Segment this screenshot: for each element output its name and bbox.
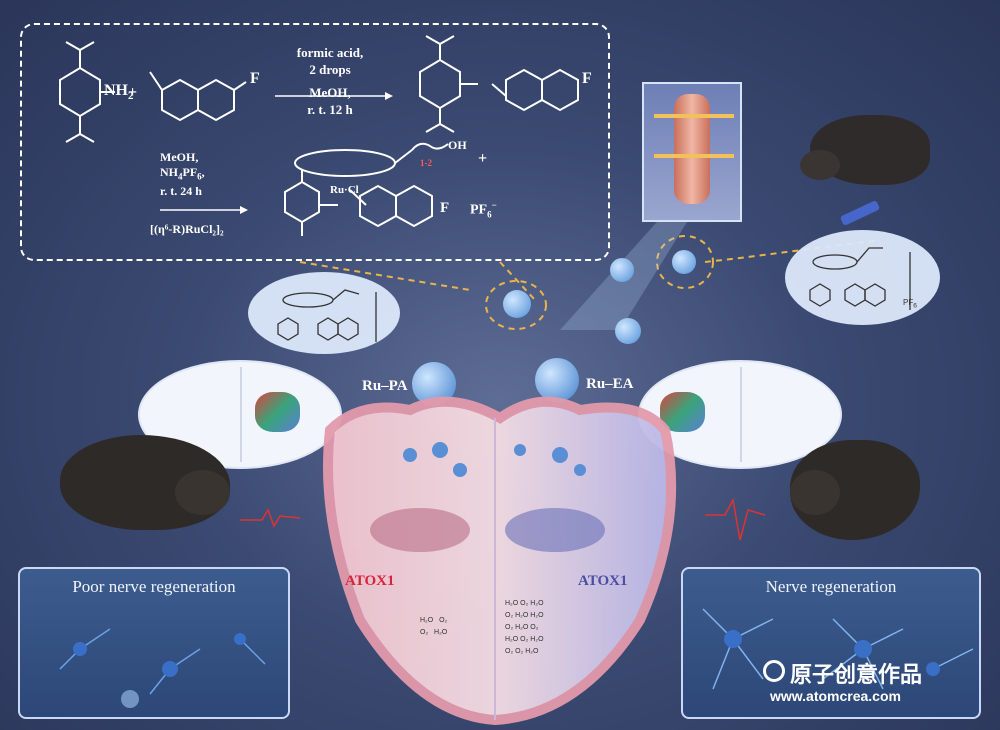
nanoparticle — [503, 290, 531, 318]
strong-signal-trace — [705, 497, 766, 541]
pf6-label-small: PF6 — [903, 298, 917, 310]
ru-ea-label: Ru–EA — [586, 376, 634, 392]
ru-complex-structure — [284, 142, 449, 236]
imine-product-structure — [419, 35, 579, 133]
plus-sign-2: + — [478, 150, 488, 167]
ru-ea-structure-callout: PF6 — [785, 230, 940, 325]
plus-sign: + — [128, 84, 138, 101]
spinal-cord-inset — [642, 82, 742, 222]
watermark-logo-icon — [763, 660, 785, 682]
fluorine-label-2: F — [582, 70, 592, 87]
fluorine-label-1: F — [250, 70, 260, 87]
reaction-scheme-box — [20, 23, 610, 261]
ru-pa-structure-callout — [248, 272, 400, 354]
protein-surface-icon — [255, 392, 300, 432]
molecule-group-left: H₂O O₂ O₂ H₂O — [420, 617, 448, 636]
amine-label: NH2 — [104, 82, 134, 103]
ru-ea-structure-icon — [809, 247, 911, 310]
step1-conditions: formic acid, 2 drops MeOH, r. t. 12 h — [296, 45, 364, 117]
nanoparticle — [672, 250, 696, 274]
atox1-label-left: ATOX1 — [345, 573, 395, 589]
nanoparticle — [615, 318, 641, 344]
oh-label: OH — [448, 138, 467, 152]
nanoparticle-large — [535, 358, 579, 402]
ru-center-label: Ru·Cl — [330, 184, 359, 196]
counterion-label: PF6− — [470, 200, 497, 220]
panel-left-title: Poor nerve regeneration — [72, 577, 236, 596]
nanoparticle — [610, 258, 634, 282]
chain-length-label: 1-2 — [420, 158, 432, 168]
neuron-network-dense — [702, 608, 974, 690]
aniline-structure — [59, 41, 115, 143]
step2-conditions: MeOH, NH4PF6, r. t. 24 h — [160, 150, 205, 199]
neuron-network-sparse — [59, 628, 266, 708]
panel-poor-regeneration: Poor nerve regeneration — [18, 567, 290, 719]
ru-pa-label: Ru–PA — [362, 378, 408, 394]
spinal-cord-segment — [674, 94, 710, 204]
highlight-ellipse-pa — [485, 280, 547, 330]
highlight-ellipse-ea — [656, 235, 714, 289]
panel-nerve-regeneration: Nerve regeneration — [681, 567, 981, 719]
step2-reagent: [(η⁶-R)RuCl₂]₂ — [150, 222, 224, 236]
fluorine-label-3: F — [440, 200, 450, 216]
aldehyde-structure — [149, 71, 247, 122]
panel-right-title: Nerve regeneration — [765, 577, 897, 596]
ru-pa-structure-icon — [277, 289, 377, 342]
watermark-url: www.atomcrea.com — [770, 688, 901, 704]
atox1-label-right: ATOX1 — [578, 573, 628, 589]
watermark-cn: 原子创意作品 — [790, 662, 923, 687]
weak-signal-trace — [240, 508, 301, 528]
molecule-group-right: H₂O O₂ H₂O O₂ H₂O H₂O O₂ H₂O O₂ H₂O O₂ H… — [505, 600, 544, 655]
